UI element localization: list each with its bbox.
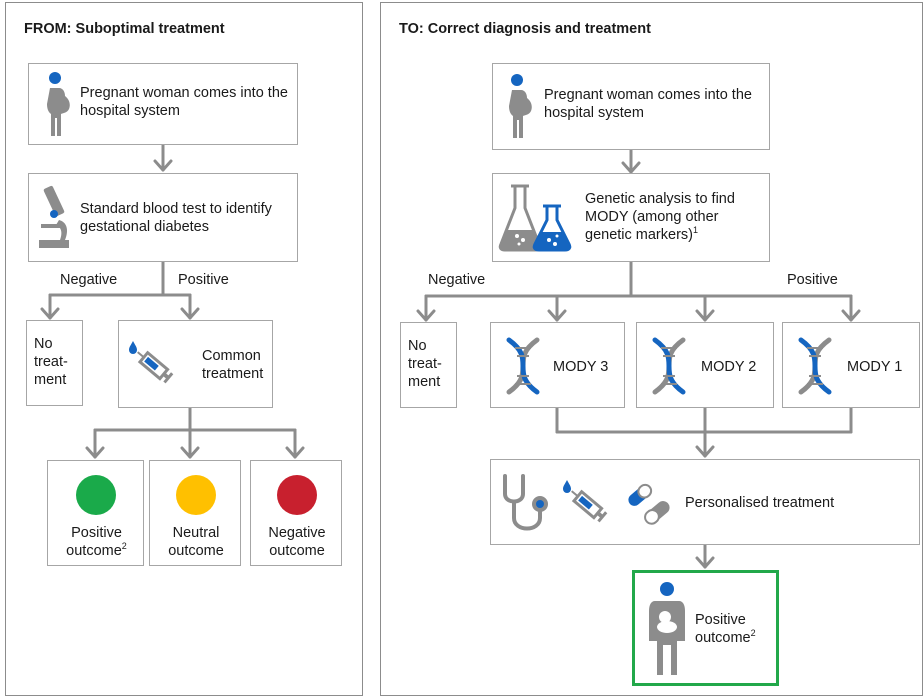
from-test-text: Standard blood test to identify gestatio…: [80, 201, 272, 235]
from-positive-label: Positive: [178, 272, 229, 288]
mody-2-box: MODY 2: [636, 322, 774, 408]
dna-icon: [798, 337, 832, 395]
mody-1-box: MODY 1: [782, 322, 920, 408]
negative-outcome-dot: [277, 475, 317, 515]
from-arrival-text: Pregnant woman comes into the hospital s…: [80, 85, 288, 119]
outcome-negative-text: Negative outcome: [268, 525, 326, 559]
from-negative-label: Negative: [60, 272, 118, 288]
outcome-positive-text: Positive outcome2: [66, 525, 127, 559]
personalised-treatment-text: Personalised treatment: [685, 495, 835, 511]
to-panel-title: TO: Correct diagnosis and treatment: [399, 21, 651, 37]
from-test-box: Standard blood test to identify gestatio…: [28, 173, 298, 262]
from-common-treatment-box: Common treatment: [118, 320, 273, 408]
syringe-icon: [129, 341, 174, 384]
mody-3-box: MODY 3: [490, 322, 625, 408]
to-no-treatment-box: No treat-ment: [400, 322, 457, 408]
pregnant-woman-icon: [509, 74, 532, 138]
positive-outcome-dot: [76, 475, 116, 515]
genetic-analysis-text: Genetic analysis to find MODY (among oth…: [585, 191, 735, 243]
lab-flasks-icon: [498, 184, 572, 252]
microscope-icon: [39, 185, 69, 248]
from-panel-title: FROM: Suboptimal treatment: [24, 21, 225, 37]
neutral-outcome-dot: [176, 475, 216, 515]
from-arrival-box: Pregnant woman comes into the hospital s…: [28, 63, 298, 145]
from-common-treatment-text: Common treatment: [202, 348, 264, 382]
personalised-treatment-box: Personalised treatment: [490, 459, 920, 545]
mother-baby-icon: [649, 582, 685, 675]
outcome-positive-box: Positive outcome2: [47, 460, 144, 566]
outcome-neutral-box: Neutral outcome: [149, 460, 241, 566]
from-no-treatment-text: No treat-ment: [34, 336, 68, 388]
dna-icon: [652, 337, 686, 395]
dna-icon: [506, 337, 540, 395]
to-no-treatment-text: No treat-ment: [408, 338, 442, 390]
mody-3-text: MODY 3: [553, 359, 609, 375]
from-no-treatment-box: No treat-ment: [26, 320, 83, 406]
final-outcome-box: Positive outcome2: [632, 570, 779, 686]
outcome-negative-box: Negative outcome: [250, 460, 342, 566]
final-outcome-text: Positive outcome2: [695, 612, 756, 646]
mody-1-text: MODY 1: [847, 359, 903, 375]
to-arrival-text: Pregnant woman comes into the hospital s…: [544, 87, 752, 121]
pregnant-woman-icon: [47, 72, 70, 136]
mody-2-text: MODY 2: [701, 359, 757, 375]
genetic-analysis-box: Genetic analysis to find MODY (among oth…: [492, 173, 770, 262]
to-negative-label: Negative: [428, 272, 486, 288]
stethoscope-icon: [503, 474, 548, 531]
syringe-icon: [563, 480, 608, 523]
outcome-neutral-text: Neutral outcome: [168, 525, 224, 559]
pills-icon: [628, 483, 670, 525]
to-arrival-box: Pregnant woman comes into the hospital s…: [492, 63, 770, 150]
to-positive-label: Positive: [787, 272, 838, 288]
